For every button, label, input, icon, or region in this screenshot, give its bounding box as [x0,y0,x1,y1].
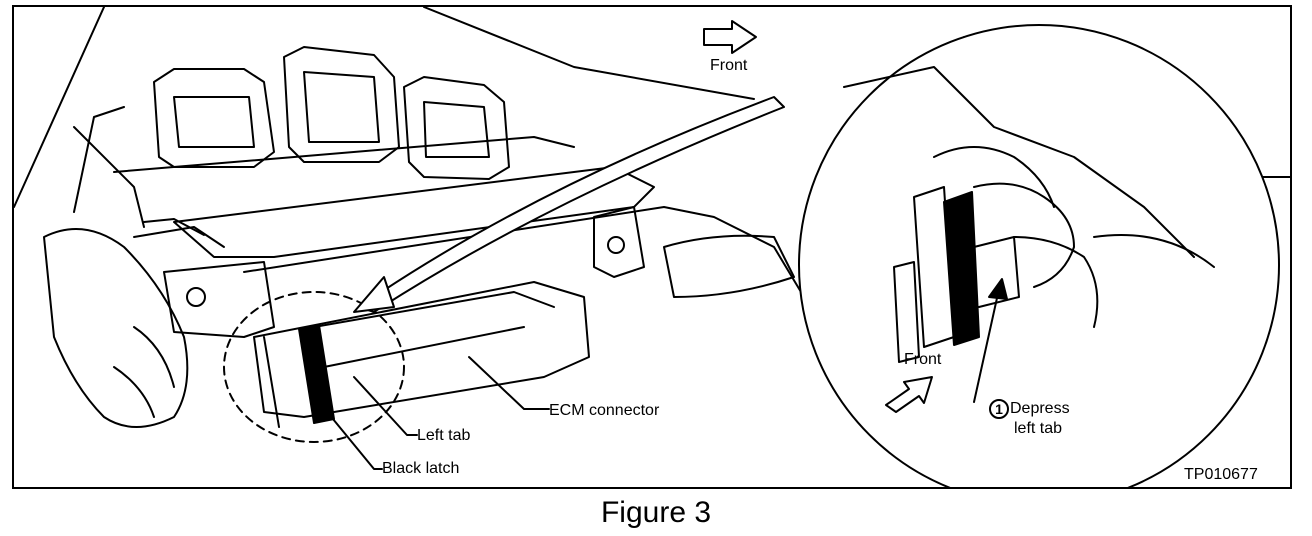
body-panel-line [423,7,755,100]
leader-black-latch [318,401,383,470]
inset-detail-art [843,66,1215,363]
label-front-inset: Front [904,351,942,368]
figure-frame: Front Front ECM connector Left tab Black… [12,5,1292,489]
support-bar-lower [243,206,805,298]
label-depress-line2: left tab [1014,420,1063,437]
inset-black-latch [943,191,980,346]
right-harness [663,234,795,298]
leader-ecm-connector [468,356,550,410]
wire-harness [43,218,225,428]
mount-bracket [163,261,275,338]
depress-arrow [973,288,1000,403]
callout-arrowhead [353,276,395,313]
label-front-top: Front [710,57,748,74]
figure-caption: Figure 3 [600,496,712,529]
black-latch [298,324,335,424]
bracket-hole [186,287,206,307]
right-bracket-hole [607,236,625,254]
step-number-badge: 1 [989,399,1009,419]
label-depress-line1: Depress [1010,400,1070,417]
connector-illustration [14,7,1290,487]
label-ecm-connector: ECM connector [549,402,660,419]
callout-arrow [358,96,785,313]
label-left-tab: Left tab [417,427,471,444]
body-panel-line [14,7,105,208]
label-black-latch: Black latch [382,460,460,477]
zoom-region [223,291,405,443]
right-bracket [593,206,645,278]
ecm-connector-body [253,281,590,428]
front-arrow-top [703,20,757,54]
depress-arrowhead [988,278,1008,300]
intake-manifold [73,46,575,228]
front-arrow-inset [885,376,933,413]
leader-left-tab [353,376,418,436]
detail-inset [798,24,1280,487]
figure-id: TP010677 [1184,466,1258,483]
